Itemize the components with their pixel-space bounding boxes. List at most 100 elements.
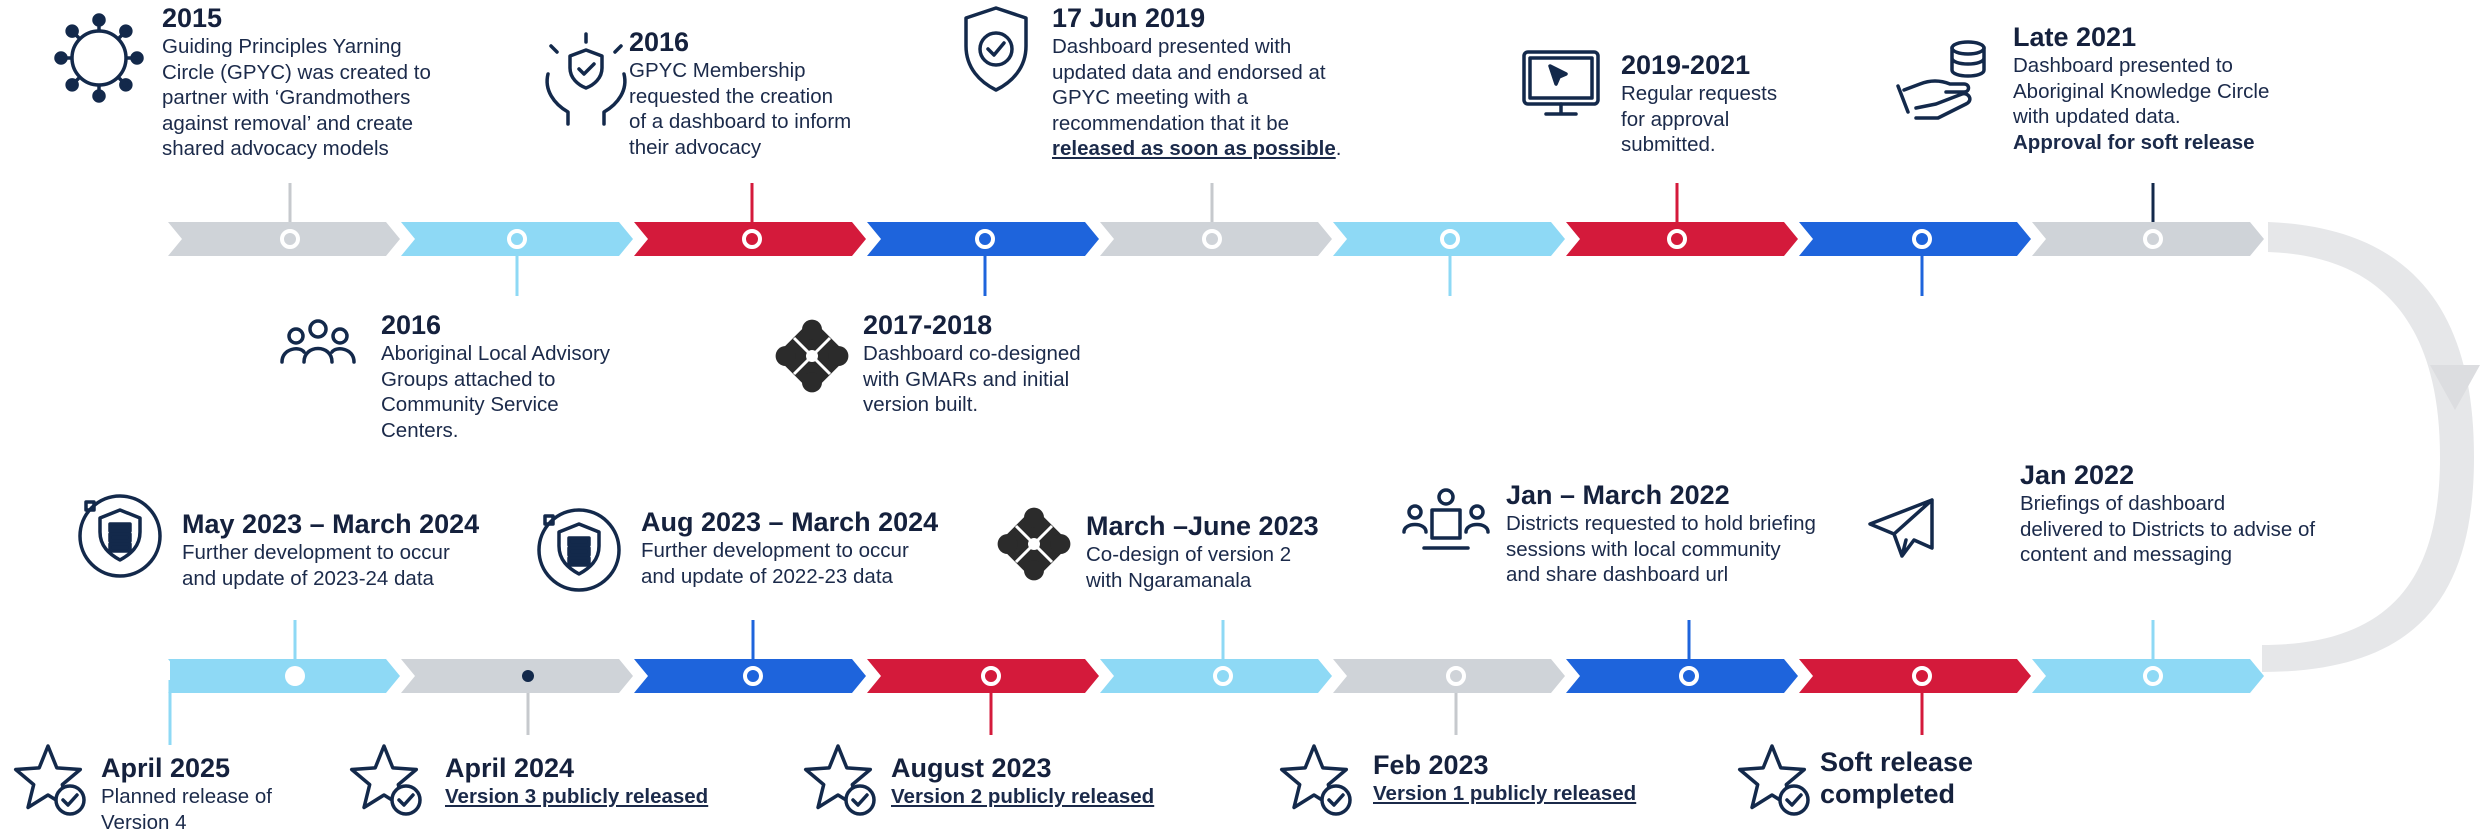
desc-line: Planned release of	[101, 785, 272, 808]
timeline-segment-bottom	[2032, 659, 2264, 693]
event-title: May 2023 – March 2024	[182, 509, 480, 539]
timeline-marker	[2143, 666, 2163, 686]
event-title: 2016	[381, 310, 442, 340]
event-description: Version 2 publicly released	[891, 784, 1154, 810]
event-description: Guiding Principles Yarning Circle (GPYC)…	[162, 34, 431, 162]
timeline-segment-top	[401, 222, 633, 256]
event-17-jun-2019: 17 Jun 2019 Dashboard presented with upd…	[1052, 3, 1341, 162]
desc-line: submitted.	[1621, 133, 1716, 156]
event-title: Feb 2023	[1373, 750, 1489, 780]
event-title: 2017-2018	[863, 310, 993, 340]
event-title: March –June 2023	[1086, 511, 1319, 541]
puzzle-icon	[997, 507, 1071, 581]
version-2-link[interactable]: Version 2 publicly released	[891, 785, 1155, 808]
event-aug-2023-march-2024: Aug 2023 – March 2024 Further developmen…	[641, 507, 938, 589]
event-2019-2021: 2019-2021 Regular requests for approval …	[1621, 50, 1777, 158]
event-jan-2022: Jan 2022 Briefings of dashboard delivere…	[2020, 460, 2315, 568]
puzzle-icon	[775, 319, 849, 393]
desc-line: Groups attached to	[381, 367, 556, 391]
shield-server-icon	[78, 494, 162, 578]
monitor-cursor-icon	[1522, 50, 1600, 116]
timeline-segment-top	[1333, 222, 1565, 256]
desc-line: and update of 2023-24 data	[182, 566, 434, 590]
timeline-marker	[1679, 666, 1699, 686]
star-check-icon	[13, 744, 86, 816]
event-jan-march-2022: Jan – March 2022 Districts requested to …	[1506, 480, 1816, 588]
event-title: 2015	[162, 3, 223, 33]
timeline-marker	[1202, 229, 1222, 249]
event-title: August 2023	[891, 753, 1052, 783]
release-asap-link[interactable]: released as soon as possible	[1052, 137, 1336, 160]
desc-line: Aboriginal Local Advisory	[381, 342, 611, 365]
desc-line: sessions with local community	[1506, 537, 1781, 561]
timeline-marker	[1667, 229, 1687, 249]
desc-line: and update of 2022-23 data	[641, 564, 893, 588]
desc-line: delivered to Districts to advise of	[2020, 517, 2316, 541]
desc-line: Briefings of dashboard	[2020, 492, 2226, 515]
event-2016-membership: 2016 GPYC Membership requested the creat…	[629, 27, 851, 160]
desc-line: partner with ‘Grandmothers	[162, 86, 411, 109]
event-title: Late 2021	[2013, 22, 2137, 52]
timeline-marker	[2143, 229, 2163, 249]
return-arrow-body	[2262, 222, 2474, 672]
event-title: 2019-2021	[1621, 50, 1751, 80]
event-description: Dashboard co-designed with GMARs and ini…	[863, 341, 1081, 418]
timeline-marker	[1213, 666, 1233, 686]
label-line: Soft release	[1820, 747, 1974, 777]
event-title: April 2025	[101, 753, 231, 783]
desc-line: Dashboard presented to	[2013, 54, 2233, 77]
event-late-2021: Late 2021 Dashboard presented to Aborigi…	[2013, 22, 2269, 155]
event-title: Jan – March 2022	[1506, 480, 1730, 510]
event-description: Districts requested to hold briefing ses…	[1506, 511, 1816, 588]
event-august-2023-release: August 2023 Version 2 publicly released	[891, 753, 1154, 810]
desc-line: Aboriginal Knowledge Circle	[2013, 79, 2270, 103]
sun-circle-icon	[54, 13, 144, 103]
desc-line: recommendation that it be	[1052, 111, 1290, 135]
event-description: Version 1 publicly released	[1373, 781, 1636, 807]
event-title: Jan 2022	[2020, 460, 2135, 490]
event-march-june-2023: March –June 2023 Co-design of version 2 …	[1086, 511, 1319, 593]
timeline-marker	[981, 666, 1001, 686]
desc-line: Dashboard presented with	[1052, 35, 1292, 58]
event-description: Briefings of dashboard delivered to Dist…	[2020, 491, 2315, 568]
event-description: Version 3 publicly released	[445, 784, 708, 810]
timeline-marker	[742, 229, 762, 249]
hand-coins-icon	[1896, 40, 1986, 120]
desc-line: Co-design of version 2	[1086, 543, 1292, 566]
desc-line: Circle (GPYC) was created to	[162, 60, 431, 84]
timeline-segment-top	[2032, 222, 2264, 256]
desc-line: of a dashboard to inform	[629, 110, 852, 133]
event-description: GPYC Membership requested the creation o…	[629, 58, 851, 160]
timeline-segment-top	[634, 222, 866, 256]
timeline-marker	[522, 670, 534, 682]
paper-plane-icon	[1868, 498, 1934, 558]
timeline-segment-top	[1100, 222, 1332, 256]
event-description: Dashboard presented to Aboriginal Knowle…	[2013, 53, 2269, 155]
event-description: Further development to occur and update …	[182, 540, 479, 591]
desc-line: their advocacy	[629, 135, 762, 159]
segment-cap	[170, 659, 200, 693]
version-1-link[interactable]: Version 1 publicly released	[1373, 782, 1637, 805]
desc-line: with GMARs and initial	[863, 367, 1070, 391]
event-2016-advisory-groups: 2016 Aboriginal Local Advisory Groups at…	[381, 310, 610, 443]
desc-line: updated data and endorsed at	[1052, 60, 1326, 84]
shield-server-icon	[537, 508, 621, 592]
star-check-icon	[349, 744, 422, 816]
event-description: Dashboard presented with updated data an…	[1052, 34, 1341, 162]
version-3-link[interactable]: Version 3 publicly released	[445, 785, 709, 808]
event-title: 2016	[629, 27, 690, 57]
event-description: Co-design of version 2 with Ngaramanala	[1086, 542, 1319, 593]
desc-line: shared advocacy models	[162, 137, 389, 160]
timeline-marker	[280, 229, 300, 249]
desc-line: Guiding Principles Yarning	[162, 35, 402, 58]
desc-line: requested the creation	[629, 84, 833, 108]
desc-line: GPYC meeting with a	[1052, 86, 1248, 109]
timeline-marker	[1912, 666, 1932, 686]
desc-bold-line: Approval for soft release	[2013, 130, 2255, 154]
desc-line: for approval	[1621, 107, 1730, 131]
desc-line: and share dashboard url	[1506, 563, 1729, 586]
timeline-marker	[285, 666, 305, 686]
desc-line: Centers.	[381, 418, 459, 442]
event-description: Further development to occur and update …	[641, 538, 938, 589]
